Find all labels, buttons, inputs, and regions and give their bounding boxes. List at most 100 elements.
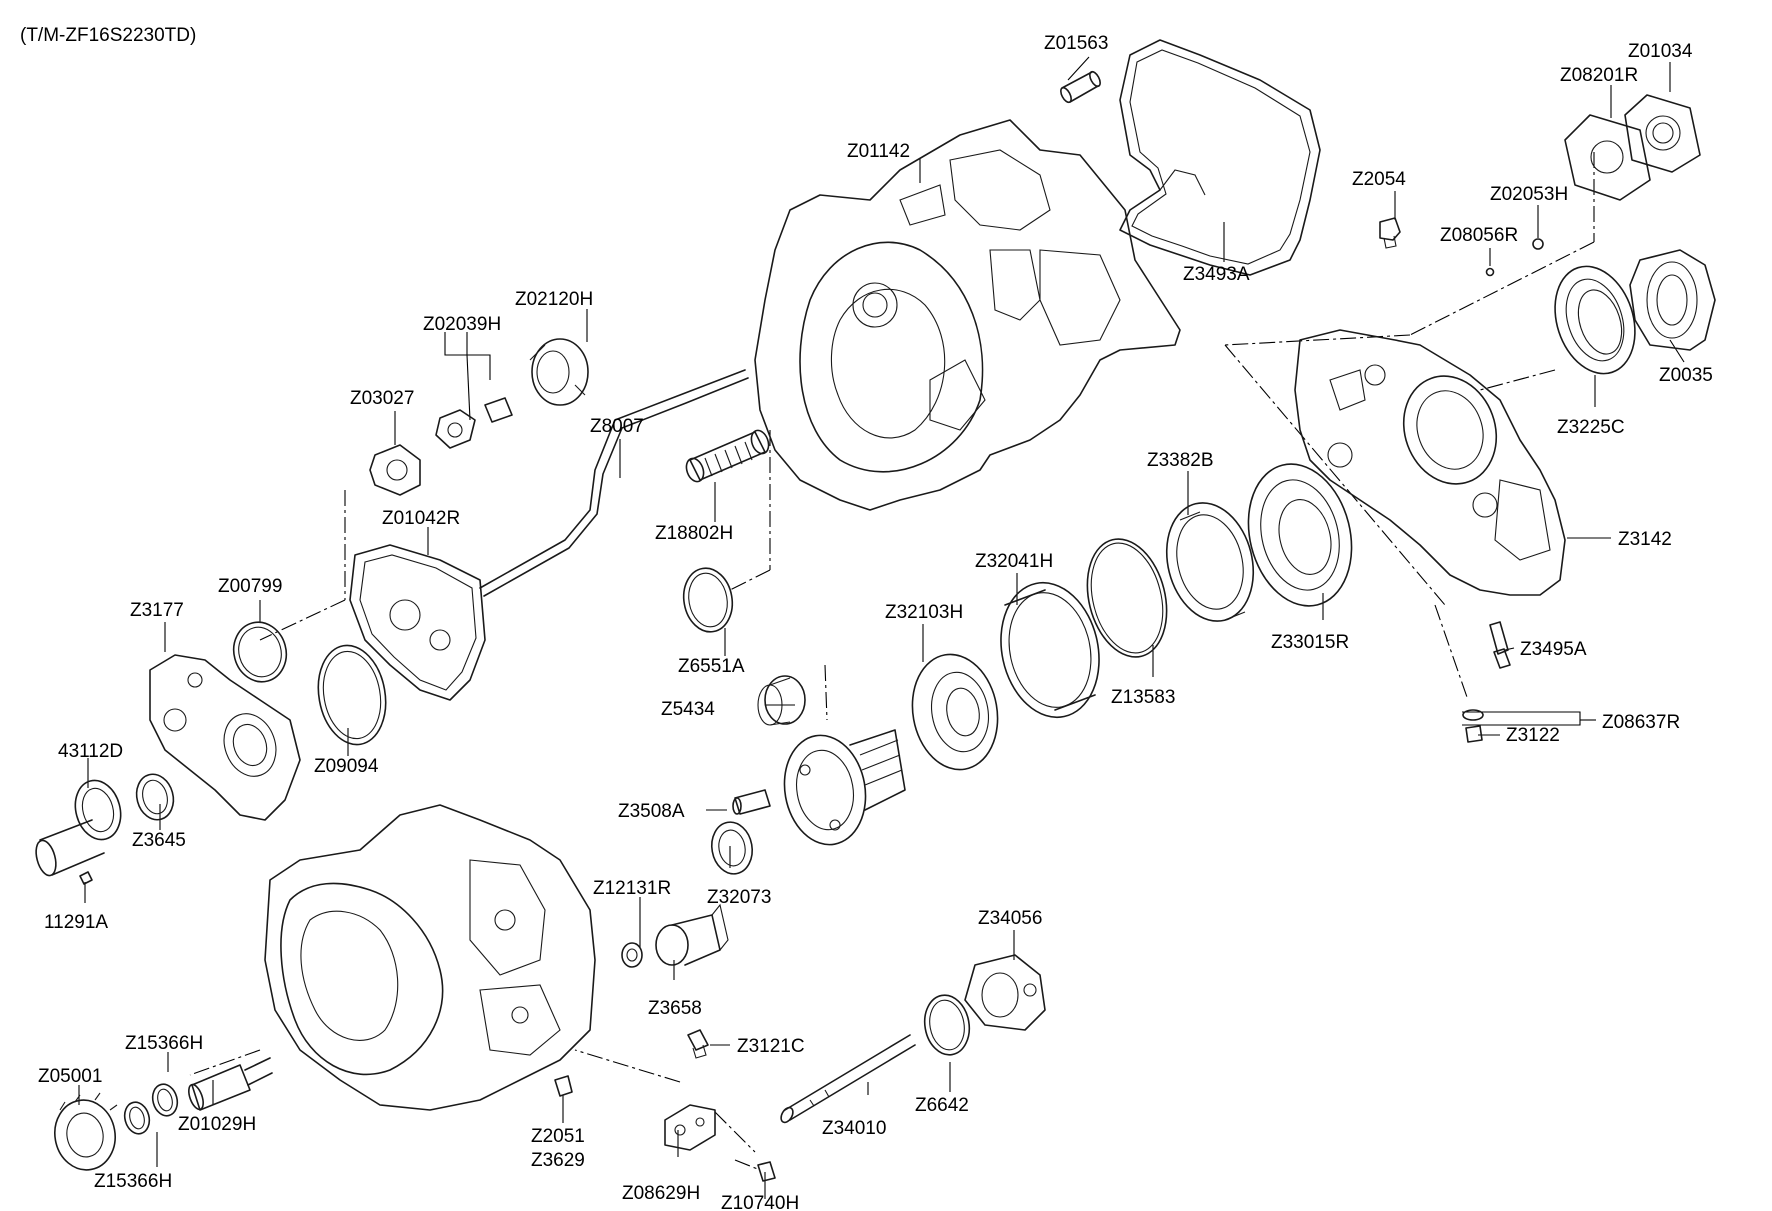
gear-z5434 (757, 675, 806, 726)
shaft-z01029h (188, 1057, 273, 1111)
label-z3645: Z3645 (132, 830, 186, 851)
actuator-z34056 (964, 954, 1046, 1031)
label-z3658: Z3658 (648, 998, 702, 1019)
main-housing (754, 119, 1181, 511)
bearing-z15366h-top (151, 1083, 179, 1117)
assembly-axis-lines (189, 152, 1595, 1171)
nut-z12131r (621, 942, 643, 968)
end-cover-z0035 (1629, 249, 1716, 351)
seal-z3645 (135, 773, 175, 821)
leader-lines (78, 56, 1685, 1199)
label-z01034: Z01034 (1628, 41, 1693, 62)
front-housing (264, 804, 596, 1111)
label-z32041h: Z32041H (975, 551, 1053, 572)
label-z32073: Z32073 (707, 887, 771, 908)
label-z05001: Z05001 (38, 1066, 102, 1087)
oil-tube-z8007 (479, 369, 749, 597)
label-z32103h: Z32103H (885, 602, 963, 623)
gasket-z6642 (923, 994, 971, 1056)
label-z12131r: Z12131R (593, 878, 671, 899)
gasket-z01042r (349, 544, 486, 701)
ring-z02120h (529, 338, 589, 406)
ring-gear-z32041h (1000, 581, 1100, 719)
small-cover-plate (1564, 94, 1701, 201)
screw-11291a (79, 871, 93, 885)
label-z08056r: Z08056R (1440, 225, 1518, 246)
label-z00799: Z00799 (218, 576, 282, 597)
label-z15366h-bottom: Z15366H (94, 1171, 172, 1192)
label-z3508a: Z3508A (618, 801, 685, 822)
label-z09094: Z09094 (314, 756, 379, 777)
gasket-top (1119, 39, 1321, 276)
label-z02039h: Z02039H (423, 314, 501, 335)
label-43112d: 43112D (58, 741, 123, 762)
nut-z02039h (435, 397, 513, 449)
label-z10740h: Z10740H (721, 1193, 799, 1211)
label-z3629: Z3629 (531, 1150, 585, 1171)
label-z3177: Z3177 (130, 600, 184, 621)
label-z3121c: Z3121C (737, 1036, 805, 1057)
label-z3495a: Z3495A (1520, 639, 1587, 660)
switch-z3121c (687, 1029, 709, 1059)
shift-rod-z34010 (780, 1034, 916, 1124)
model-title: (T/M-ZF16S2230TD) (20, 25, 196, 46)
cone-z32103h (911, 653, 999, 771)
label-z33015r: Z33015R (1271, 632, 1349, 653)
label-z01563: Z01563 (1044, 33, 1108, 54)
small-bolt (1485, 238, 1544, 277)
parts (35, 39, 1716, 1182)
label-z08201r: Z08201R (1560, 65, 1638, 86)
label-z02053h: Z02053H (1490, 184, 1568, 205)
dowel-pin (1060, 70, 1101, 104)
label-z3122: Z3122 (1506, 725, 1560, 746)
label-z3225c: Z3225C (1557, 417, 1625, 438)
pump-housing-z3177 (149, 654, 301, 821)
label-z01029h: Z01029H (178, 1114, 256, 1135)
label-z3142: Z3142 (1618, 529, 1672, 550)
label-z2051: Z2051 (531, 1126, 585, 1147)
block-z08629h (664, 1104, 716, 1151)
synchronizer-z33015r (1247, 463, 1353, 607)
ring-z09094 (317, 644, 387, 746)
bearing-z32073 (710, 821, 754, 875)
label-z34056: Z34056 (978, 908, 1042, 929)
ring-z6551a (682, 567, 734, 633)
drain-screw (1462, 709, 1484, 743)
label-z6551a: Z6551A (678, 656, 745, 677)
label-11291a: 11291A (44, 912, 108, 933)
oring-z00799 (232, 621, 288, 683)
screw-z10740h (757, 1161, 776, 1182)
label-z08637r: Z08637R (1602, 712, 1680, 733)
snap-ring-z13583 (1086, 538, 1168, 658)
label-z3493a: Z3493A (1183, 264, 1250, 285)
label-z15366h-top: Z15366H (125, 1033, 203, 1054)
label-z5434: Z5434 (661, 699, 715, 720)
label-z8007: Z8007 (590, 416, 644, 437)
plug-z2051 (554, 1075, 573, 1097)
label-z01142: Z01142 (847, 141, 910, 162)
label-z18802h: Z18802H (655, 523, 733, 544)
plug-z2054 (1379, 217, 1401, 249)
bearing-z15366h-bottom (123, 1101, 151, 1135)
pin-z3508a (732, 789, 771, 815)
label-z3382b: Z3382B (1147, 450, 1214, 471)
label-z2054: Z2054 (1352, 169, 1406, 190)
label-z01042r: Z01042R (382, 508, 460, 529)
gear-z05001 (54, 1092, 118, 1171)
part-labels: Z01563 Z01034 Z08201R Z01142 Z2054 Z0205… (38, 33, 1713, 1211)
rear-housing (1294, 329, 1566, 596)
rotor-z03027 (369, 444, 421, 496)
label-z08629h: Z08629H (622, 1183, 700, 1204)
seal-43112d (35, 779, 122, 877)
connector-z3658 (655, 903, 729, 966)
filter-z18802h (685, 429, 770, 483)
bearing-z3225c (1554, 265, 1636, 375)
label-z34010: Z34010 (822, 1118, 886, 1139)
label-z13583: Z13583 (1111, 687, 1175, 708)
label-z6642: Z6642 (915, 1095, 969, 1116)
synchro-ring-z3382b (1165, 502, 1255, 622)
label-z02120h: Z02120H (515, 289, 593, 310)
planet-carrier (783, 729, 906, 846)
label-z03027: Z03027 (350, 388, 414, 409)
